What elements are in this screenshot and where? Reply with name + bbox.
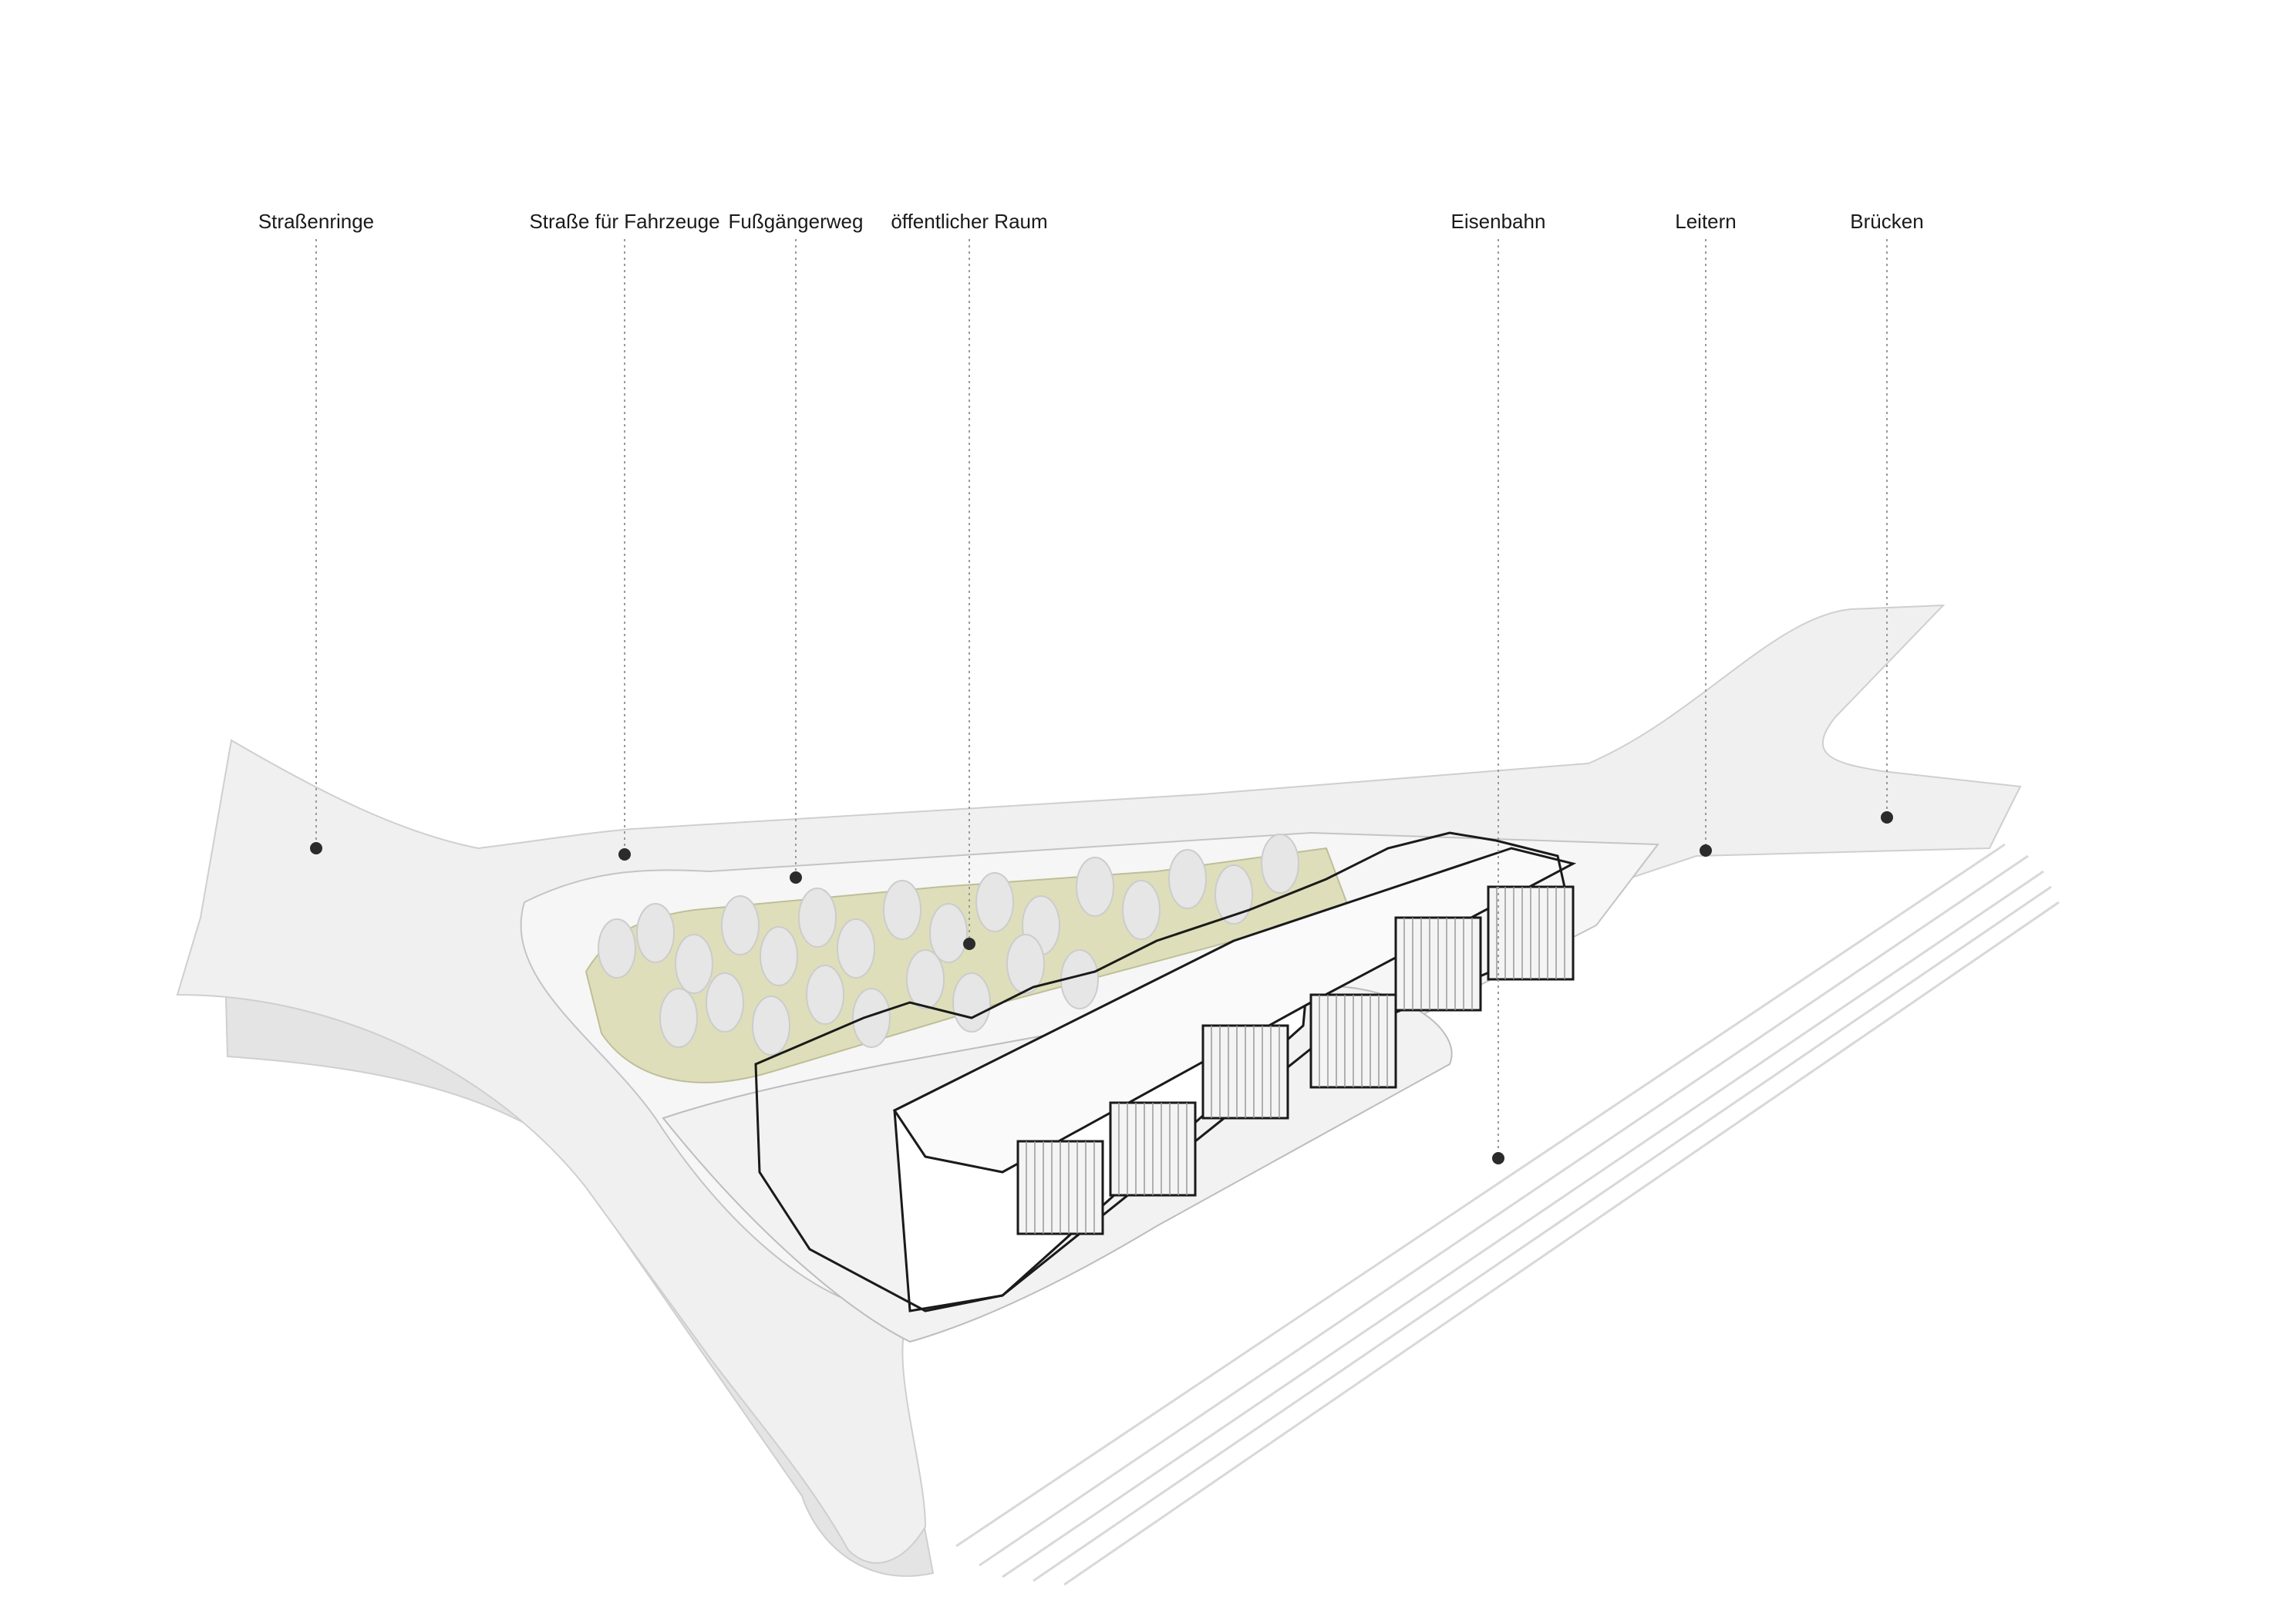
rail-2 <box>1002 870 2044 1579</box>
railway <box>955 843 2060 1586</box>
tree <box>760 926 798 986</box>
label-leitern: Leitern <box>1675 210 1737 233</box>
marker-oeffentlicher-raum <box>963 938 975 950</box>
tree <box>975 872 1014 932</box>
label-fussgaengerweg: Fußgängerweg <box>728 210 864 233</box>
tree <box>952 972 991 1033</box>
tree-group <box>598 834 1299 1056</box>
marker-strassenringe <box>310 842 322 854</box>
facade-module <box>1016 1140 1104 1235</box>
facade-module <box>1487 885 1575 981</box>
tree <box>852 988 891 1048</box>
facade-module <box>1394 916 1482 1012</box>
leader-lines <box>310 239 1893 1164</box>
tree <box>1076 857 1114 917</box>
tree <box>1261 834 1299 894</box>
label-strassenringe: Straßenringe <box>258 210 375 233</box>
rail-4 <box>1063 901 2060 1586</box>
tree <box>798 888 837 948</box>
tree <box>1006 934 1045 994</box>
tree <box>906 949 945 1009</box>
marker-bruecken <box>1881 811 1893 824</box>
marker-leitern <box>1700 844 1712 857</box>
marker-eisenbahn <box>1492 1152 1504 1164</box>
tree <box>598 918 636 979</box>
facade-module <box>1109 1101 1197 1197</box>
tree <box>837 918 875 979</box>
tree <box>636 903 675 963</box>
tree <box>706 972 744 1033</box>
tree <box>929 903 968 963</box>
facade-module <box>1201 1024 1289 1120</box>
tree <box>721 895 760 955</box>
marker-strasse-fahrzeuge <box>618 848 631 861</box>
label-bruecken: Brücken <box>1850 210 1924 233</box>
marker-fussgaengerweg <box>790 871 802 884</box>
tree <box>806 965 844 1025</box>
facade-modules <box>1016 885 1575 1235</box>
tree <box>1168 849 1207 909</box>
label-oeffentlicher-raum: öffentlicher Raum <box>891 210 1048 233</box>
label-strasse-fahrzeuge: Straße für Fahrzeuge <box>529 210 720 233</box>
rail-5 <box>955 843 2006 1548</box>
label-eisenbahn: Eisenbahn <box>1450 210 1546 233</box>
tree <box>1122 880 1161 940</box>
building-outline <box>754 831 1575 1312</box>
rail-3 <box>1033 885 2052 1582</box>
tree <box>883 880 921 940</box>
facade-module <box>1309 993 1397 1089</box>
tree <box>1215 864 1253 925</box>
rail-1 <box>979 854 2029 1567</box>
tree <box>659 988 698 1048</box>
tree <box>752 996 790 1056</box>
tree <box>675 934 713 994</box>
